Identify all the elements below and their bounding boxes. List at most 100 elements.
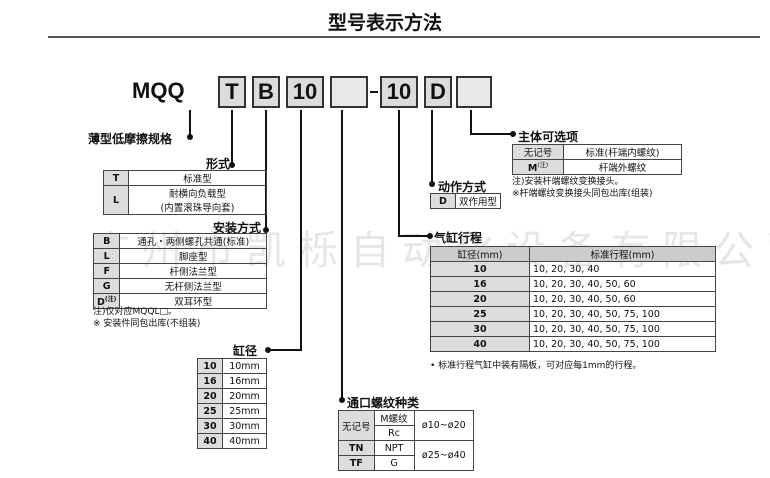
mount-note-2: ※ 安装件同包出库(不组装) (93, 319, 201, 329)
option-desc: 杆端外螺纹 (563, 158, 682, 176)
form-label: 形式 (206, 157, 231, 171)
option-note-1: 注)安装杆端螺纹变换接头。 (512, 177, 624, 187)
mount-desc: 双耳环型 (119, 292, 267, 310)
stroke-bore: 40 (430, 336, 530, 352)
form-code: T (103, 170, 129, 186)
form-desc-line1: 耐横向负载型 (168, 189, 226, 200)
stroke-note: • 标准行程气缸中装有隔板，可对应每1mm的行程。 (430, 361, 642, 371)
code-box-option (456, 76, 492, 108)
connector-dot-stroke (427, 233, 433, 239)
bore-code: 16 (197, 373, 223, 389)
table-row: 无记号 标准(杆端内螺纹) (512, 144, 682, 160)
table-row: 缸径(mm) 标准行程(mm) (430, 246, 716, 262)
option-table: 无记号 标准(杆端内螺纹) M(注) 杆端外螺纹 (512, 144, 682, 176)
mount-code: F (92, 263, 121, 279)
stroke-bore: 10 (430, 261, 530, 277)
port-thread: NPT (373, 440, 415, 456)
mount-label: 安装方式 (213, 221, 262, 235)
bore-size: 20mm (222, 388, 267, 404)
action-table: D 双作用型 (430, 193, 502, 209)
action-label: 动作方式 (438, 180, 487, 194)
connector-dot-option (510, 131, 516, 137)
title-divider (48, 36, 760, 38)
port-code: TN (338, 440, 375, 456)
stroke-label: 气缸行程 (434, 231, 483, 245)
option-code: 无记号 (512, 144, 564, 160)
port-label: 通口螺纹种类 (347, 396, 420, 410)
bore-code: 30 (197, 418, 223, 434)
port-code: TF (338, 455, 375, 471)
code-box-stroke: 10 (380, 76, 418, 108)
port-range: ø10~ø20 (413, 410, 475, 441)
stroke-bore: 20 (430, 291, 530, 307)
mount-code: B (92, 233, 121, 249)
form-table: T 标准型 L 耐横向负载型 (内置滚珠导向套) (103, 170, 267, 215)
connector-dot-port (339, 397, 345, 403)
bore-label: 缸径 (233, 344, 258, 358)
bore-size: 10mm (222, 358, 267, 374)
option-desc: 标准(杆端内螺纹) (563, 144, 682, 160)
connector-action (431, 110, 433, 184)
page-title: 型号表示方法 (327, 12, 442, 34)
table-row: TN NPT ø25~ø40 (338, 440, 475, 471)
form-desc: 标准型 (128, 170, 267, 186)
mount-code: D(注) (92, 292, 121, 310)
bore-code: 10 (197, 358, 223, 374)
port-range: ø25~ø40 (413, 440, 475, 471)
form-desc: 耐横向负载型 (内置滚珠导向套) (128, 185, 267, 215)
table-row: T 标准型 (103, 170, 267, 186)
bore-size: 16mm (222, 373, 267, 389)
stroke-values: 10, 20, 30, 40, 50, 60 (529, 276, 716, 292)
bore-size: 40mm (222, 433, 267, 449)
stroke-bore: 25 (430, 306, 530, 322)
stroke-bore: 16 (430, 276, 530, 292)
option-code: M(注) (512, 158, 564, 176)
connector-dot-mount (263, 227, 269, 233)
action-code: D (430, 193, 456, 209)
code-box-action: D (424, 76, 452, 108)
code-box-form: T (218, 76, 246, 108)
connector-option (470, 110, 472, 135)
code-box-port (330, 76, 368, 108)
table-row: Rc (339, 425, 474, 441)
table-row: 无记号 M螺纹 ø10~ø20 (338, 410, 475, 441)
stroke-values: 10, 20, 30, 40, 50, 75, 100 (529, 306, 716, 322)
mount-desc: 通孔・两侧螺孔共通(标准) (119, 233, 267, 249)
connector-form (231, 110, 233, 165)
series-code: MQQ (132, 78, 185, 103)
port-table: 无记号 M螺纹 ø10~ø20 Rc TN NPT ø25~ø40 TF G (338, 410, 475, 471)
stroke-header-stroke: 标准行程(mm) (529, 246, 716, 262)
bore-size: 25mm (222, 403, 267, 419)
option-label: 主体可选项 (518, 130, 579, 144)
stroke-header-bore: 缸径(mm) (430, 246, 530, 262)
stroke-values: 10, 20, 30, 40, 50, 60 (529, 291, 716, 307)
bore-code: 20 (197, 388, 223, 404)
table-row: D(注)双耳环型 (92, 292, 267, 310)
bore-code: 40 (197, 433, 223, 449)
action-desc: 双作用型 (454, 193, 502, 209)
connector-bore-h (268, 349, 302, 351)
port-code: 无记号 (338, 410, 375, 441)
port-thread: M螺纹 (373, 410, 415, 426)
connector-option-h (470, 133, 512, 135)
connector-series (189, 110, 191, 137)
connector-stroke-h (398, 235, 430, 237)
form-desc-line2: (内置滚珠导向套) (160, 203, 235, 214)
mount-code: L (92, 248, 121, 264)
code-dash (370, 91, 378, 93)
series-label: 薄型低摩擦规格 (88, 132, 173, 146)
